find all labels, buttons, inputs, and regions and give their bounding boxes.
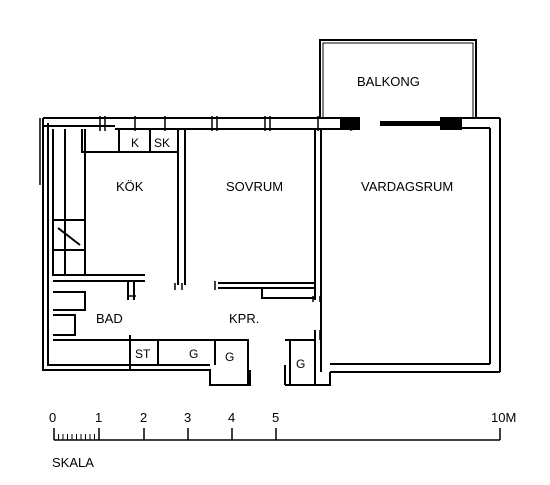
balcony-label: BALKONG [357, 74, 420, 89]
scale-tick-0: 0 [49, 410, 56, 425]
storage-label: ST [135, 347, 151, 361]
scale-tick-3: 3 [184, 410, 191, 425]
closet-label-1: G [189, 347, 198, 361]
cabinet-label: SK [154, 136, 170, 150]
scale-tick-2: 2 [140, 410, 147, 425]
window-ticks [99, 116, 321, 340]
interior-walls [52, 129, 322, 385]
heavy-wall-sections [340, 116, 462, 132]
bedroom-label: SOVRUM [226, 179, 283, 194]
closet-label-3: G [296, 357, 305, 371]
scale-tick-1: 1 [95, 410, 102, 425]
living-room-label: VARDAGSRUM [361, 179, 453, 194]
scale-bar [53, 428, 501, 441]
cold-storage-label: K [131, 136, 139, 150]
kitchen-label: KÖK [116, 179, 144, 194]
scale-tick-10m: 10M [491, 410, 516, 425]
hallway-label: KPR. [229, 311, 259, 326]
outer-walls [39, 117, 501, 386]
scale-tick-4: 4 [228, 410, 235, 425]
bathroom-label: BAD [96, 311, 123, 326]
balcony-outline [319, 39, 477, 118]
closet-label-2: G [225, 350, 234, 364]
scale-tick-5: 5 [272, 410, 279, 425]
scale-caption: SKALA [52, 455, 94, 470]
